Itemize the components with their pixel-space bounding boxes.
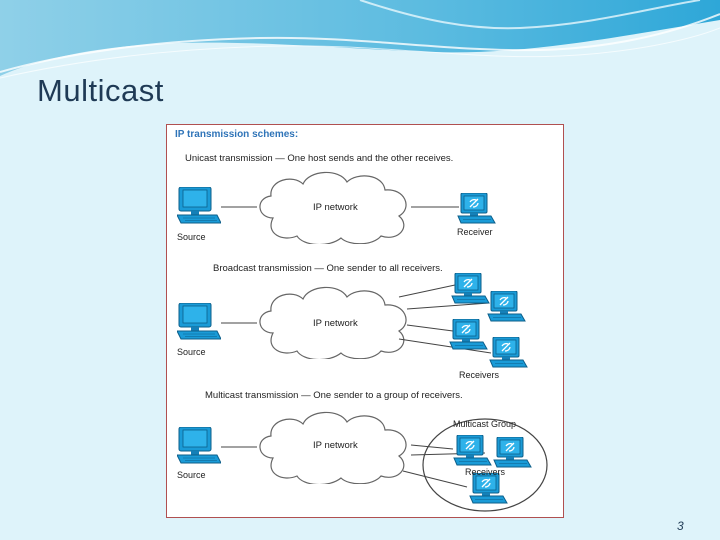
receiver-computer-icon	[453, 435, 492, 466]
multicast-receivers-label: Receivers	[465, 467, 506, 477]
multicast-scheme	[177, 411, 548, 512]
receiver-computer-icon	[457, 193, 496, 224]
unicast-scheme	[177, 171, 496, 244]
transmission-schemes-figure: IP transmission schemes: Unicast transmi…	[166, 124, 564, 518]
source-computer-icon	[177, 427, 221, 464]
receiver-computer-icon	[449, 319, 488, 350]
broadcast-scheme	[177, 273, 528, 368]
transmission-diagram	[177, 171, 548, 512]
receiver-computer-icon	[451, 273, 490, 304]
page-number: 3	[677, 519, 684, 533]
multicast-caption: Multicast transmission — One sender to a…	[205, 390, 463, 401]
receiver-computer-icon	[493, 437, 532, 468]
unicast-receiver-label: Receiver	[457, 227, 493, 237]
multicast-network-label: IP network	[313, 440, 358, 451]
header-waves	[0, 0, 720, 79]
unicast-caption: Unicast transmission — One host sends an…	[185, 153, 454, 164]
unicast-source-label: Source	[177, 232, 206, 242]
slide-title: Multicast	[37, 73, 164, 108]
broadcast-network-label: IP network	[313, 318, 358, 329]
source-computer-icon	[177, 303, 221, 340]
broadcast-caption: Broadcast transmission — One sender to a…	[213, 263, 443, 274]
unicast-network-label: IP network	[313, 202, 358, 213]
multicast-group-boundary	[422, 418, 548, 512]
figure-heading: IP transmission schemes:	[175, 129, 299, 140]
receiver-computer-icon	[489, 337, 528, 368]
broadcast-source-label: Source	[177, 347, 206, 357]
broadcast-receivers-label: Receivers	[459, 370, 500, 380]
source-computer-icon	[177, 187, 221, 224]
multicast-source-label: Source	[177, 470, 206, 480]
receiver-computer-icon	[487, 291, 526, 322]
multicast-group-label: Multicast Group	[453, 419, 517, 429]
